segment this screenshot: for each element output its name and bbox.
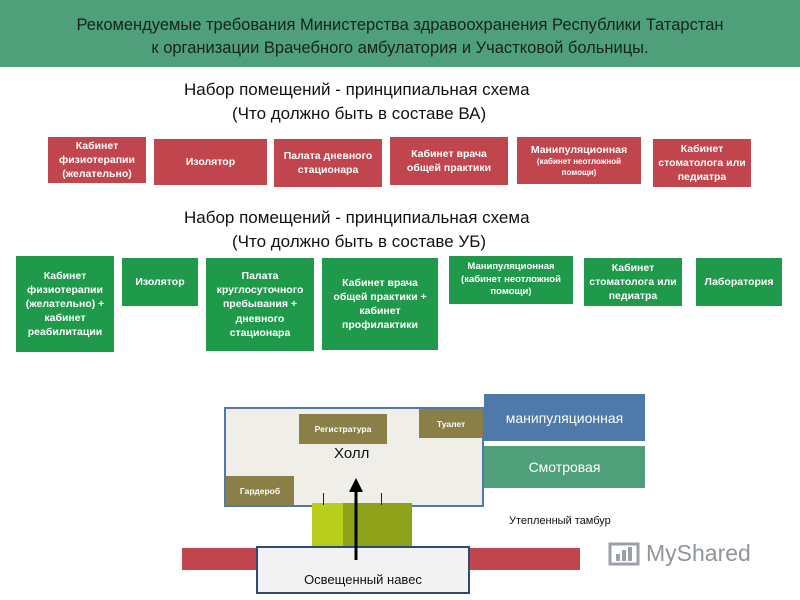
va-room-manip: Манипуляционная (кабинет неотложной помо… [517, 137, 641, 184]
va-room-physio: Кабинет физиотерапии (желательно) [48, 137, 146, 183]
ub-room-label: Палата круглосуточного пребывания + днев… [216, 270, 304, 339]
va-title-1: Набор помещений - принципиальная схема [184, 80, 530, 99]
myshared-logo-icon [608, 542, 640, 566]
manip-room: манипуляционная [484, 394, 645, 441]
watermark: MyShared [608, 538, 768, 570]
entrance-arrow-icon [349, 478, 363, 560]
registratura-label: Регистратура [314, 424, 372, 434]
door-mark-left [323, 493, 324, 505]
canopy-label: Освещенный навес [304, 572, 422, 587]
garderob-label: Гардероб [239, 485, 281, 496]
smotr-room: Смотровая [484, 446, 645, 488]
ub-room-label: Изолятор [135, 275, 185, 288]
watermark-brand: MyShared [646, 540, 751, 566]
va-title-2: (Что должно быть в составе ВА) [232, 104, 487, 123]
door-mark-right [381, 493, 382, 505]
ub-room-label: Лаборатория [704, 275, 774, 288]
toilet-box: Туалет [419, 409, 483, 438]
toilet-label: Туалет [436, 418, 466, 429]
manip-room-label: манипуляционная [505, 409, 624, 426]
ub-room-label: Кабинет врача общей практики + кабинет п… [333, 276, 427, 332]
va-room-day-ward: Палата дневного стационара [274, 139, 382, 187]
va-room-dentist: Кабинет стоматолога или педиатра [653, 139, 751, 187]
ub-room-physio: Кабинет физиотерапии (желательно) + каби… [16, 256, 114, 352]
ub-title-2: (Что должно быть в составе УБ) [232, 232, 487, 251]
vestibule [312, 503, 412, 547]
va-room-label: Палата дневного стационара [283, 149, 373, 176]
garderob-box: Гардероб [226, 476, 294, 505]
tambur-label: Утепленный тамбур [509, 515, 611, 527]
ub-room-label: Кабинет стоматолога или педиатра [589, 261, 677, 303]
header-line-1: Рекомендуемые требования Министерства зд… [76, 16, 724, 34]
ub-room-lab: Лаборатория [696, 258, 782, 306]
va-room-label: Кабинет стоматолога или педиатра [658, 142, 746, 184]
header-banner: Рекомендуемые требования Министерства зд… [0, 0, 800, 67]
ub-room-label: Манипуляционная (кабинет неотложной помо… [461, 260, 561, 298]
ub-room-isolator: Изолятор [122, 258, 198, 306]
va-room-label: Манипуляционная [530, 143, 628, 156]
ub-title-1: Набор помещений - принципиальная схема [184, 208, 530, 227]
va-room-isolator: Изолятор [154, 139, 267, 185]
ub-room-manip: Манипуляционная (кабинет неотложной помо… [449, 256, 573, 304]
va-room-note: (кабинет неотложной помощи) [536, 156, 622, 177]
header-line-2: к организации Врачебного амбулатория и У… [151, 39, 649, 57]
va-room-label: Изолятор [185, 155, 236, 168]
hall-label: Холл [334, 445, 370, 462]
ub-room-gp: Кабинет врача общей практики + кабинет п… [322, 258, 438, 350]
ub-room-ward: Палата круглосуточного пребывания + днев… [206, 258, 314, 351]
va-room-label: Кабинет врача общей практики [406, 147, 492, 174]
va-room-gp: Кабинет врача общей практики [390, 137, 508, 185]
canopy-box: Освещенный навес [256, 546, 470, 594]
registratura-box: Регистратура [299, 414, 387, 444]
va-room-label: Кабинет физиотерапии (желательно) [59, 139, 135, 181]
ub-room-dentist: Кабинет стоматолога или педиатра [584, 258, 682, 306]
smotr-room-label: Смотровая [528, 459, 601, 475]
ub-room-label: Кабинет физиотерапии (желательно) + каби… [25, 269, 105, 339]
